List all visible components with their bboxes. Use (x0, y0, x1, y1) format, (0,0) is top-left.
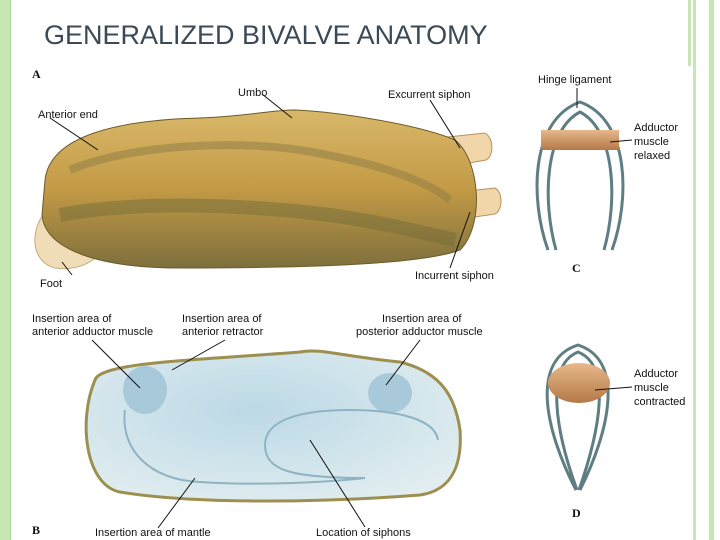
panel-letter-a: A (32, 67, 41, 81)
shell-valves-open (535, 100, 625, 251)
leader-line (429, 99, 461, 149)
adductor-muscle-contracted (548, 363, 610, 403)
leader-line (171, 339, 226, 371)
label-posterior-adductor: Insertion area of (382, 313, 462, 325)
leader-line (385, 339, 421, 386)
growth-band (68, 141, 453, 204)
label-siphons: Location of siphons (316, 527, 411, 539)
outer-shell (41, 109, 477, 269)
right-accent-bar (693, 0, 720, 540)
growth-band (58, 198, 457, 247)
label-excurrent-siphon: Excurrent siphon (388, 89, 471, 101)
label-mantle: Insertion area of mantle (95, 527, 211, 539)
anterior-adductor-scar (123, 366, 167, 414)
label-adductor-contracted: Adductor (634, 368, 678, 380)
label-posterior-adductor: posterior adductor muscle (356, 326, 483, 338)
label-umbo: Umbo (238, 87, 267, 99)
leader-line (594, 386, 633, 391)
right-accent-stripe (709, 0, 714, 540)
leader-line (61, 261, 73, 276)
label-adductor-contracted: muscle (634, 382, 669, 394)
label-adductor-relaxed: muscle (634, 136, 669, 148)
shell-valves-closed (545, 343, 610, 491)
leader-line (449, 211, 471, 269)
label-anterior-retractor: Insertion area of (182, 313, 262, 325)
panel-c-relaxed: C Hinge ligament Adductor muscle relaxed (535, 74, 678, 275)
label-anterior-adductor: Insertion area of (32, 313, 112, 325)
panel-b-internal-view: B Insertion area of anterior adductor mu… (32, 313, 483, 539)
label-incurrent-siphon: Incurrent siphon (415, 270, 494, 282)
leader-line (309, 439, 366, 528)
label-foot: Foot (40, 278, 62, 290)
leader-line (261, 93, 293, 119)
label-adductor-contracted: contracted (634, 396, 685, 408)
decorative-line (688, 0, 691, 66)
left-accent-bar (0, 0, 11, 540)
panel-letter-c: C (572, 261, 581, 275)
panel-d-contracted: D Adductor muscle contracted (545, 343, 685, 520)
leader-line (609, 139, 633, 143)
leader-line (157, 477, 196, 529)
posterior-adductor-scar (368, 373, 412, 413)
label-anterior-adductor: anterior adductor muscle (32, 326, 153, 338)
label-anterior-end: Anterior end (38, 109, 98, 121)
label-adductor-relaxed: Adductor (634, 122, 678, 134)
panel-a-external-view: A Anterior end Umbo Excurrent siphon Foo… (32, 67, 502, 290)
label-anterior-retractor: anterior retractor (182, 326, 264, 338)
leader-line (91, 339, 141, 389)
label-adductor-relaxed: relaxed (634, 150, 670, 162)
label-hinge-ligament: Hinge ligament (538, 74, 611, 86)
panel-letter-b: B (32, 523, 40, 537)
pallial-line (123, 408, 439, 485)
panel-letter-d: D (572, 506, 581, 520)
slide-title: GENERALIZED BIVALVE ANATOMY (44, 20, 488, 50)
leader-line (49, 117, 99, 151)
adductor-muscle-relaxed (541, 130, 619, 150)
